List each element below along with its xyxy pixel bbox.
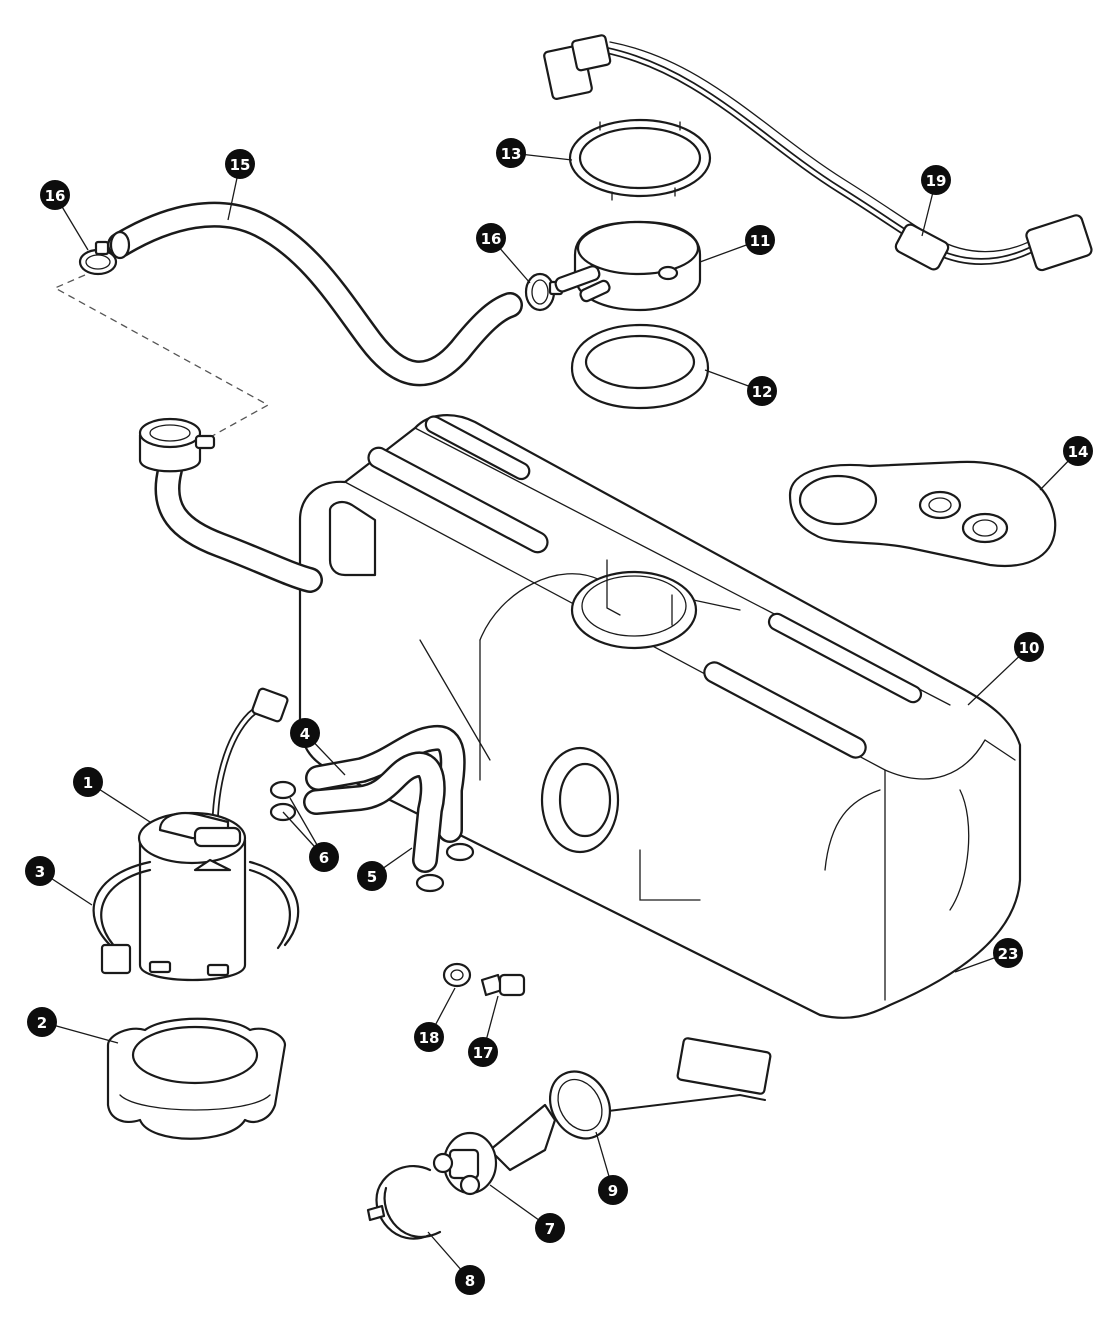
callout-number: 4 <box>300 725 310 743</box>
callout-1: 1 <box>73 767 103 797</box>
fuel-hose-lower <box>303 751 446 873</box>
callout-number: 11 <box>750 232 771 250</box>
callout-number: 9 <box>608 1182 618 1200</box>
callout-badge-circle <box>1014 632 1044 662</box>
callout-number: 10 <box>1019 639 1040 657</box>
callout-14: 14 <box>1063 436 1093 466</box>
callout-12: 12 <box>747 376 777 406</box>
wiring-harness <box>543 34 1093 272</box>
callout-number: 13 <box>501 145 522 163</box>
callout-number: 12 <box>752 383 773 401</box>
callout-badge-circle <box>745 225 775 255</box>
pump-holder <box>106 1017 287 1140</box>
callout-3: 3 <box>25 856 55 886</box>
callout-6: 6 <box>309 842 339 872</box>
callout-10: 10 <box>1014 632 1044 662</box>
filler-neck <box>138 417 323 593</box>
callout-number: 5 <box>367 868 377 886</box>
callout-number: 15 <box>230 156 251 174</box>
assembly-dashed-line <box>53 274 270 441</box>
mounting-plate <box>788 460 1057 567</box>
callout-number: 16 <box>481 230 502 248</box>
callout-number: 7 <box>545 1220 555 1238</box>
callout-badge-circle <box>455 1265 485 1295</box>
callout-number: 23 <box>998 945 1019 963</box>
fuel-tank <box>298 414 1022 1019</box>
callout-badge-circle <box>993 938 1023 968</box>
callout-number: 16 <box>45 187 66 205</box>
breather-hose <box>107 201 523 387</box>
pump-cap <box>554 220 702 312</box>
callout-number: 8 <box>465 1272 475 1290</box>
callout-7: 7 <box>535 1213 565 1243</box>
fuel-hose-upper <box>305 725 466 843</box>
drain-bolt <box>480 973 526 997</box>
callout-number: 14 <box>1068 443 1089 461</box>
hose-clamp-left <box>78 240 118 276</box>
callout-badge-circle <box>747 376 777 406</box>
washer <box>442 962 472 988</box>
pump-bracket <box>92 860 300 977</box>
callout-11: 11 <box>745 225 775 255</box>
callout-badge-circle <box>535 1213 565 1243</box>
callout-number: 17 <box>473 1044 494 1062</box>
callout-number: 2 <box>37 1014 47 1032</box>
callout-badge-circle <box>598 1175 628 1205</box>
callout-badge-circle <box>225 149 255 179</box>
retaining-ring <box>568 118 712 201</box>
callout-16: 16 <box>476 223 506 253</box>
fuel-pump <box>137 687 289 982</box>
callout-badge-circle <box>27 1007 57 1037</box>
callout-number: 19 <box>926 172 947 190</box>
callout-13: 13 <box>496 138 526 168</box>
callout-badge-circle <box>414 1022 444 1052</box>
callout-5: 5 <box>357 861 387 891</box>
callout-badge-circle <box>309 842 339 872</box>
callout-badge-circle <box>290 718 320 748</box>
callout-badge-circle <box>40 180 70 210</box>
callout-9: 9 <box>598 1175 628 1205</box>
callout-badge-circle <box>1063 436 1093 466</box>
callout-number: 18 <box>419 1029 440 1047</box>
callout-number: 3 <box>35 863 45 881</box>
sender-seal <box>548 1070 612 1140</box>
callout-number: 1 <box>83 774 93 792</box>
callout-badge-circle <box>468 1037 498 1067</box>
callout-badge-circle <box>476 223 506 253</box>
callout-18: 18 <box>414 1022 444 1052</box>
hose-clamps <box>269 780 475 893</box>
callout-2: 2 <box>27 1007 57 1037</box>
callout-badge-circle <box>25 856 55 886</box>
sender-lock-ring <box>366 1165 442 1240</box>
callout-23: 23 <box>993 938 1023 968</box>
callout-badge-circle <box>496 138 526 168</box>
callout-19: 19 <box>921 165 951 195</box>
callout-4: 4 <box>290 718 320 748</box>
callout-badge-circle <box>921 165 951 195</box>
callout-15: 15 <box>225 149 255 179</box>
callout-badge-circle <box>73 767 103 797</box>
level-sender <box>432 1037 772 1196</box>
callout-number: 6 <box>319 849 329 867</box>
callout-badge-circle <box>357 861 387 891</box>
callout-8: 8 <box>455 1265 485 1295</box>
callout-17: 17 <box>468 1037 498 1067</box>
callout-16: 16 <box>40 180 70 210</box>
gasket-ring <box>570 323 710 410</box>
